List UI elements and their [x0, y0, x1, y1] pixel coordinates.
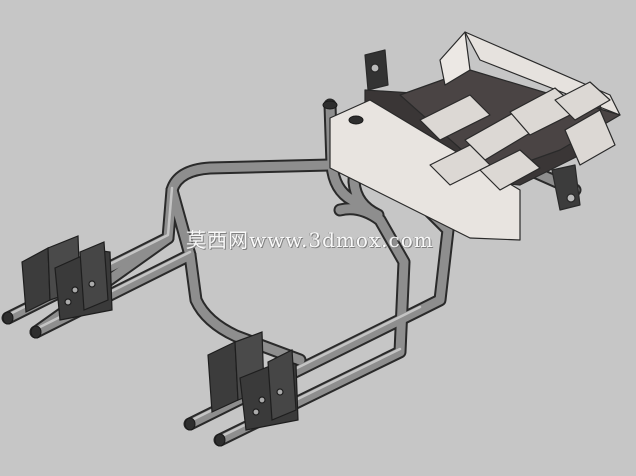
tray-assembly: [329, 31, 621, 241]
watermark-text: 莫西网www.3dmox.com: [186, 228, 434, 252]
bottom-mount-brackets: [207, 331, 299, 431]
tube-ends: [2, 100, 364, 447]
left-mount-brackets: [21, 235, 113, 321]
